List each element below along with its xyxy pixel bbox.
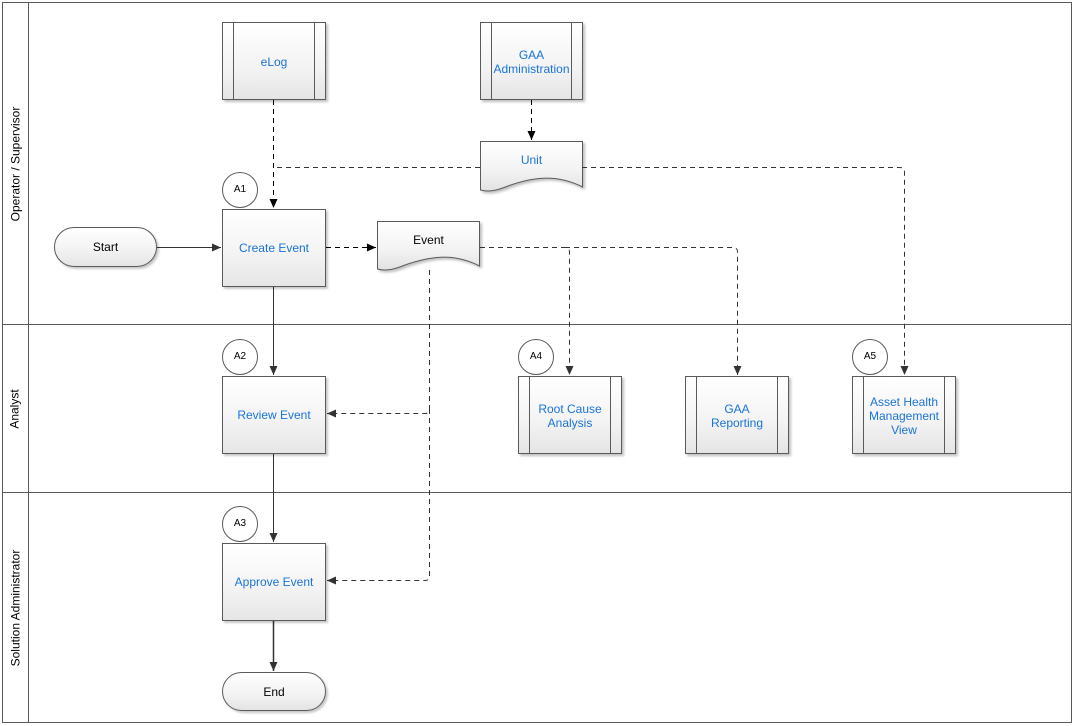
subprocess-gaa-admin-shape	[480, 22, 583, 100]
step-marker-a1: A1	[222, 172, 258, 208]
step-marker-a4: A4	[518, 339, 554, 375]
subprocess-gaa-reporting-shape	[685, 376, 789, 454]
create-event-process[interactable]: Create Event	[222, 209, 326, 287]
lane-label: Operator / Supervisor	[8, 106, 22, 221]
end-node: End	[222, 672, 326, 711]
unit-document[interactable]: Unit	[520, 153, 543, 167]
lane-operator-supervisor: Operator / Supervisor	[2, 3, 28, 324]
step-marker-a5: A5	[852, 339, 888, 375]
gaa-reporting-link[interactable]: GAA Reporting	[710, 401, 764, 430]
step-marker-a3: A3	[222, 506, 258, 542]
document-unit-shape	[480, 141, 583, 192]
asset-health-management-view-link[interactable]: Asset Health Management View	[868, 394, 940, 437]
event-document: Event	[413, 233, 444, 247]
gaa-administration-link[interactable]: GAA Administration	[493, 47, 570, 76]
subprocess-elog-shape	[222, 22, 326, 100]
solid-connectors	[157, 243, 278, 671]
review-event-process[interactable]: Review Event	[222, 376, 326, 454]
subprocess-root-cause-shape	[518, 376, 622, 454]
start-node: Start	[54, 227, 157, 267]
root-cause-analysis-link[interactable]: Root Cause Analysis	[538, 401, 602, 430]
dashed-connectors	[269, 100, 909, 585]
lane-analyst: Analyst	[2, 325, 28, 492]
lane-label: Analyst	[8, 388, 23, 429]
approve-event-process[interactable]: Approve Event	[222, 543, 326, 621]
step-marker-a2: A2	[222, 339, 258, 375]
lane-label: Solution Administrator	[8, 549, 23, 666]
lane-solution-administrator: Solution Administrator	[2, 493, 28, 722]
subprocess-asset-health-shape	[852, 376, 956, 454]
document-event-shape	[377, 221, 480, 271]
elog-link[interactable]: eLog	[260, 54, 288, 69]
